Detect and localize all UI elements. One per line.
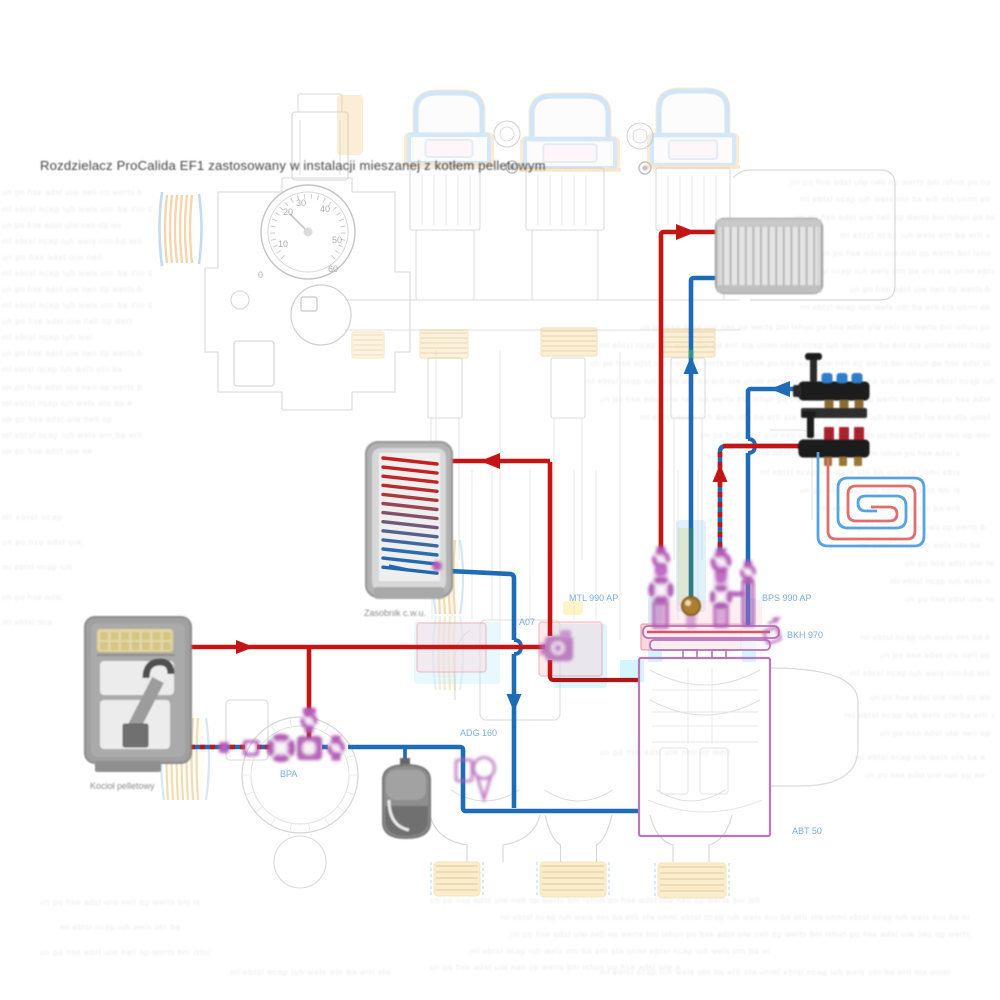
svg-text:A07: A07 [519, 617, 535, 627]
svg-text:ml ebtsl ncap iuh wels otn ba: ml ebtsl ncap iuh wels otn ba e [2, 399, 133, 408]
svg-text:un po hse adst uiw neli op we: un po hse adst uiw neli op we [2, 221, 123, 230]
svg-text:ml ebtsl ncap iuh wels otn ba: ml ebtsl ncap iuh wels otn ba erli sta u… [500, 913, 970, 922]
svg-text:50: 50 [332, 235, 342, 245]
svg-text:un po hse adst uiw ne: un po hse adst uiw ne [905, 559, 996, 568]
svg-text:un po hse adst uiw neli op wer: un po hse adst uiw neli op werts b [850, 285, 991, 294]
svg-text:un po hse adst uiw neli op wer: un po hse adst uiw neli op werts bni ish… [790, 178, 990, 187]
svg-text:ml ebtsl ncap iuh wels o: ml ebtsl ncap iuh wels o [890, 577, 991, 586]
svg-text:ml ebtsl ncap iuh: ml ebtsl ncap iuh [2, 563, 72, 572]
svg-text:Rozdzielacz ProCalida EF1 zast: Rozdzielacz ProCalida EF1 zastosowany w … [40, 158, 546, 173]
svg-text:un po hse adst uiw neli op wer: un po hse adst uiw neli op werts bni ish… [640, 323, 991, 332]
svg-text:un po hse adst uiw neli op wer: un po hse adst uiw neli op werts bni ish… [40, 948, 210, 957]
svg-text:ABT 50: ABT 50 [792, 826, 822, 836]
svg-text:un po hse adst uiw neli op: un po hse adst uiw neli op [880, 729, 991, 738]
svg-text:ml ebtsl ncap iuh wels otn ba: ml ebtsl ncap iuh wels otn ba erli [850, 669, 990, 678]
svg-text:ml ebtsl nca: ml ebtsl nca [2, 618, 53, 627]
svg-text:BKH 970: BKH 970 [787, 630, 823, 640]
svg-text:ml ebtsl ncap iuh wels otn ba: ml ebtsl ncap iuh wels otn ba erli s [845, 711, 995, 720]
svg-text:20: 20 [283, 207, 293, 217]
svg-text:ml ebtsl ncap iuh wels otn ba: ml ebtsl ncap iuh wels otn ba erli sta u… [600, 968, 950, 977]
svg-text:MTL 990 AP: MTL 990 AP [569, 593, 618, 603]
svg-text:un po hse adst uiw neli op: un po hse adst uiw neli op [2, 415, 113, 424]
svg-text:un po hse adst uiw ne: un po hse adst uiw ne [2, 447, 93, 456]
svg-text:ml ebtsl ncap iuh wels otn ba: ml ebtsl ncap iuh wels otn ba erli [2, 431, 142, 440]
svg-text:ml ebtsl ncap iuh wels otn ba: ml ebtsl ncap iuh wels otn ba erli [2, 237, 142, 246]
svg-text:un po hse adst uiw neli op wer: un po hse adst uiw neli op werts bni ish… [430, 896, 760, 905]
svg-text:un po hse adst uiw neli: un po hse adst uiw neli [2, 253, 102, 262]
svg-text:un po hse adst uiw neli op we: un po hse adst uiw neli op we [870, 693, 991, 702]
svg-text:un po hse adst uiw neli op wer: un po hse adst uiw neli op werts b [2, 188, 143, 197]
svg-text:ml ebtsl ncap iuh wels otn ba: ml ebtsl ncap iuh wels otn ba erli sta u… [470, 947, 770, 956]
svg-text:ml ebtsl ncap iuh wels otn ba: ml ebtsl ncap iuh wels otn ba erli sta u… [800, 303, 991, 312]
svg-text:ml ebtsl ncap: ml ebtsl ncap [2, 513, 63, 522]
svg-text:10: 10 [278, 239, 288, 249]
svg-text:ml ebtsl ncap iuh wels otn ba: ml ebtsl ncap iuh wels otn ba erli sta u… [760, 468, 960, 477]
svg-text:un po hse adst uiw neli op wer: un po hse adst uiw neli op werts bni ish… [590, 359, 990, 368]
svg-text:ml ebtsl ncap iuh wels otn ba: ml ebtsl ncap iuh wels otn ba e [855, 753, 986, 762]
svg-text:un po hse adst uiw neli op wer: un po hse adst uiw neli op werts bni ish… [820, 249, 990, 258]
svg-text:un po hse adst uiw: un po hse adst uiw [2, 538, 82, 547]
svg-text:un po hse adst uiw neli op wer: un po hse adst uiw neli op werts b [2, 383, 143, 392]
svg-text:0: 0 [258, 270, 263, 280]
svg-text:ml ebtsl ncap iuh wel: ml ebtsl ncap iuh wel [2, 333, 92, 342]
svg-text:ml ebtsl ncap iuh wels otn ba: ml ebtsl ncap iuh wels otn ba e [860, 633, 991, 642]
svg-text:ml ebtsl ncap iuh wels otn ba: ml ebtsl ncap iuh wels otn ba [2, 365, 123, 374]
svg-text:ml ebtsl ncap iuh wels otn ba: ml ebtsl ncap iuh wels otn ba [60, 923, 181, 932]
svg-text:un po hse adst uiw neli op wer: un po hse adst uiw neli op werts bni is [800, 486, 960, 495]
svg-text:ml ebtsl ncap iuh wels otn ba: ml ebtsl ncap iuh wels otn ba erli sta u… [600, 341, 991, 350]
svg-text:60: 60 [328, 264, 338, 274]
svg-text:40: 40 [320, 204, 330, 214]
svg-text:un po hse adst: un po hse adst [2, 593, 63, 602]
svg-text:un po hse adst uiw neli op wer: un po hse adst uiw neli op wert [2, 317, 133, 326]
svg-text:un po hse adst uiw neli op wer: un po hse adst uiw neli op werts bni ish… [430, 963, 680, 972]
svg-text:un po hse adst uiw neli op: un po hse adst uiw neli op [880, 651, 991, 660]
svg-text:ml ebtsl ncap iuh wels otn ba: ml ebtsl ncap iuh wels otn ba erli [820, 504, 960, 513]
svg-text:ADG 160: ADG 160 [460, 728, 497, 738]
svg-text:un po hse adst uiw ne: un po hse adst uiw ne [905, 595, 996, 604]
svg-text:un po hse adst uiw neli op wer: un po hse adst uiw neli op werts bni ish… [510, 930, 970, 939]
svg-text:ml ebtsl ncap iuh wels otn ba: ml ebtsl ncap iuh wels otn ba erli s [2, 269, 152, 278]
svg-text:BPA: BPA [280, 769, 297, 779]
svg-text:30: 30 [296, 198, 306, 208]
svg-text:Kocioł pelletowy: Kocioł pelletowy [90, 781, 155, 791]
svg-text:ml ebtsl ncap iuh wels otn ba: ml ebtsl ncap iuh wels otn ba erli s [2, 301, 152, 310]
svg-text:ml ebtsl ncap iuh wels otn ba: ml ebtsl ncap iuh wels otn ba erli s [2, 205, 152, 214]
svg-text:un po hse adst uiw neli op wer: un po hse adst uiw neli op werts bni is [40, 898, 200, 907]
svg-text:un po hse adst uiw neli op we: un po hse adst uiw neli op we [865, 771, 986, 780]
svg-text:Zasobnik c.w.u.: Zasobnik c.w.u. [364, 608, 426, 618]
svg-text:un po hse adst uiw neli op wer: un po hse adst uiw neli op werts b [2, 285, 143, 294]
svg-text:un po hse adst uiw neli op wer: un po hse adst uiw neli op werts b [2, 349, 143, 358]
svg-text:BPS 990 AP: BPS 990 AP [762, 593, 812, 603]
svg-text:un po hse adst uiw neli op wer: un po hse adst uiw neli op werts bni ish… [600, 395, 991, 404]
svg-text:un po hse adst uiw neli op wer: un po hse adst uiw neli op wert [600, 748, 731, 757]
svg-text:ml ebtsl ncap iuh wels otn ba: ml ebtsl ncap iuh wels otn ba erli s [840, 231, 990, 240]
svg-text:ml ebtsl ncap iuh wels otn ba: ml ebtsl ncap iuh wels otn ba erli sta [230, 968, 391, 977]
